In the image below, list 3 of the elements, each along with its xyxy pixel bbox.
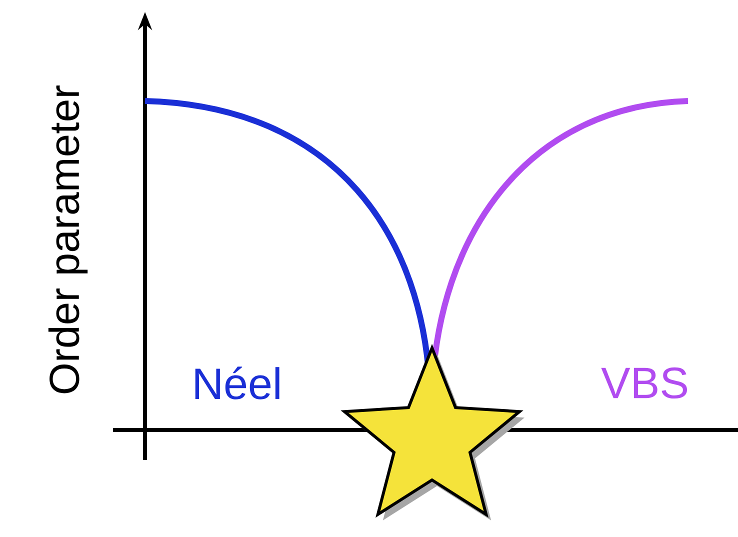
phase-label: VBS (601, 367, 687, 399)
axis-label: Order parameter (48, 86, 88, 394)
phase-label: Néel (195, 366, 280, 400)
